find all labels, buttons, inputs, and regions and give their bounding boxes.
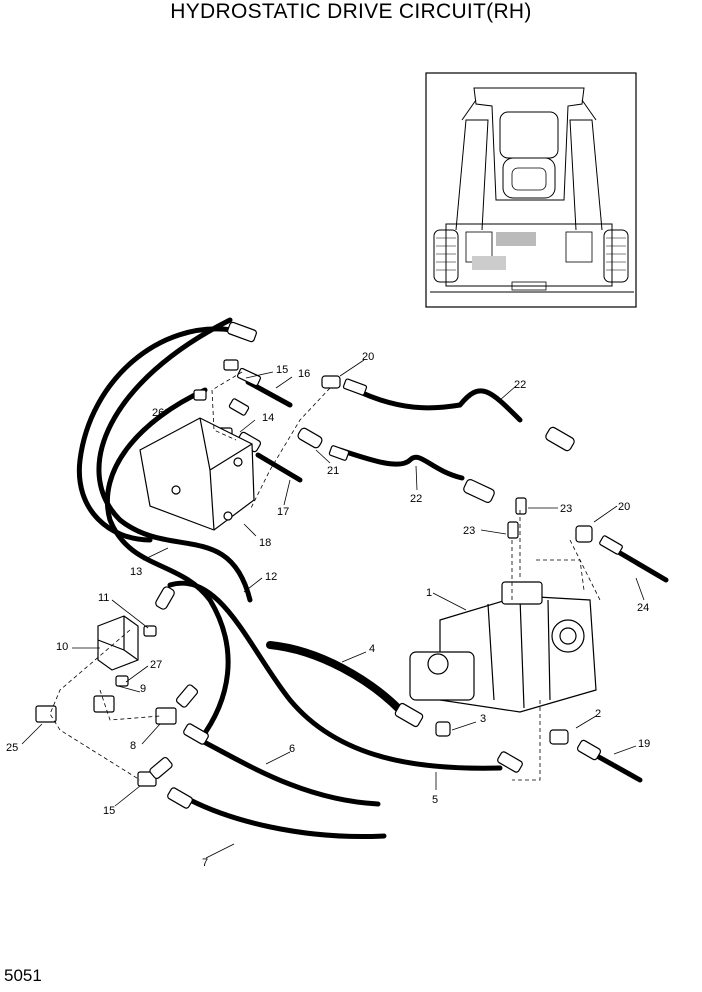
page-number: 5051 bbox=[4, 966, 42, 985]
hose-13 bbox=[76, 326, 235, 543]
callout-9: 9 bbox=[140, 683, 146, 695]
callout-1: 1 bbox=[426, 587, 432, 599]
callout-5: 5 bbox=[432, 794, 438, 806]
valve-10 bbox=[97, 615, 139, 671]
callout-10: 10 bbox=[56, 641, 68, 653]
callout-21: 21 bbox=[327, 465, 339, 477]
hoses bbox=[76, 317, 669, 839]
page-title: HYDROSTATIC DRIVE CIRCUIT(RH) bbox=[170, 0, 532, 23]
hose-22b bbox=[337, 447, 465, 481]
callout-4: 4 bbox=[369, 643, 375, 655]
callout-6: 6 bbox=[289, 743, 295, 755]
leader-lines bbox=[21, 359, 645, 859]
callout-7: 7 bbox=[202, 857, 208, 869]
callout-13: 13 bbox=[130, 566, 142, 578]
callout-19: 19 bbox=[638, 738, 650, 750]
callout-27: 27 bbox=[150, 659, 162, 671]
callout-20-top: 20 bbox=[362, 351, 374, 363]
hose-17 bbox=[255, 452, 303, 483]
callout-22-bottom: 22 bbox=[410, 493, 422, 505]
hose-12a bbox=[104, 387, 231, 743]
callout-16: 16 bbox=[298, 368, 310, 380]
pump-1 bbox=[409, 581, 597, 713]
hose-4 bbox=[266, 641, 404, 714]
callout-18: 18 bbox=[259, 537, 271, 549]
hose-22a bbox=[357, 388, 523, 423]
callout-3: 3 bbox=[480, 713, 486, 725]
callout-22-top: 22 bbox=[514, 379, 526, 391]
skid-steer-inset bbox=[425, 72, 637, 308]
hose-12b bbox=[96, 317, 253, 603]
fittings bbox=[35, 321, 623, 809]
callout-labels: 1 2 3 4 5 6 7 8 9 10 11 12 13 14 15 15 1… bbox=[6, 351, 650, 869]
callout-26: 26 bbox=[152, 407, 164, 419]
callout-14: 14 bbox=[262, 412, 274, 424]
callout-15-top: 15 bbox=[276, 364, 288, 376]
dashed-connectors bbox=[49, 371, 601, 781]
callout-24: 24 bbox=[637, 602, 649, 614]
motor-18 bbox=[139, 417, 255, 531]
callout-11: 11 bbox=[98, 592, 109, 604]
callout-8: 8 bbox=[130, 740, 136, 752]
hose-6 bbox=[197, 737, 381, 807]
callout-23-right: 23 bbox=[560, 503, 572, 515]
callout-2: 2 bbox=[595, 708, 601, 720]
callout-17: 17 bbox=[277, 506, 289, 518]
hose-24 bbox=[617, 550, 669, 583]
callout-20-right: 20 bbox=[618, 501, 630, 513]
callout-23-left: 23 bbox=[463, 525, 475, 537]
callout-15-bottom: 15 bbox=[103, 805, 115, 817]
hose-7 bbox=[187, 797, 387, 839]
hose-5 bbox=[167, 580, 503, 771]
callout-25: 25 bbox=[6, 742, 18, 754]
callout-12: 12 bbox=[265, 571, 277, 583]
